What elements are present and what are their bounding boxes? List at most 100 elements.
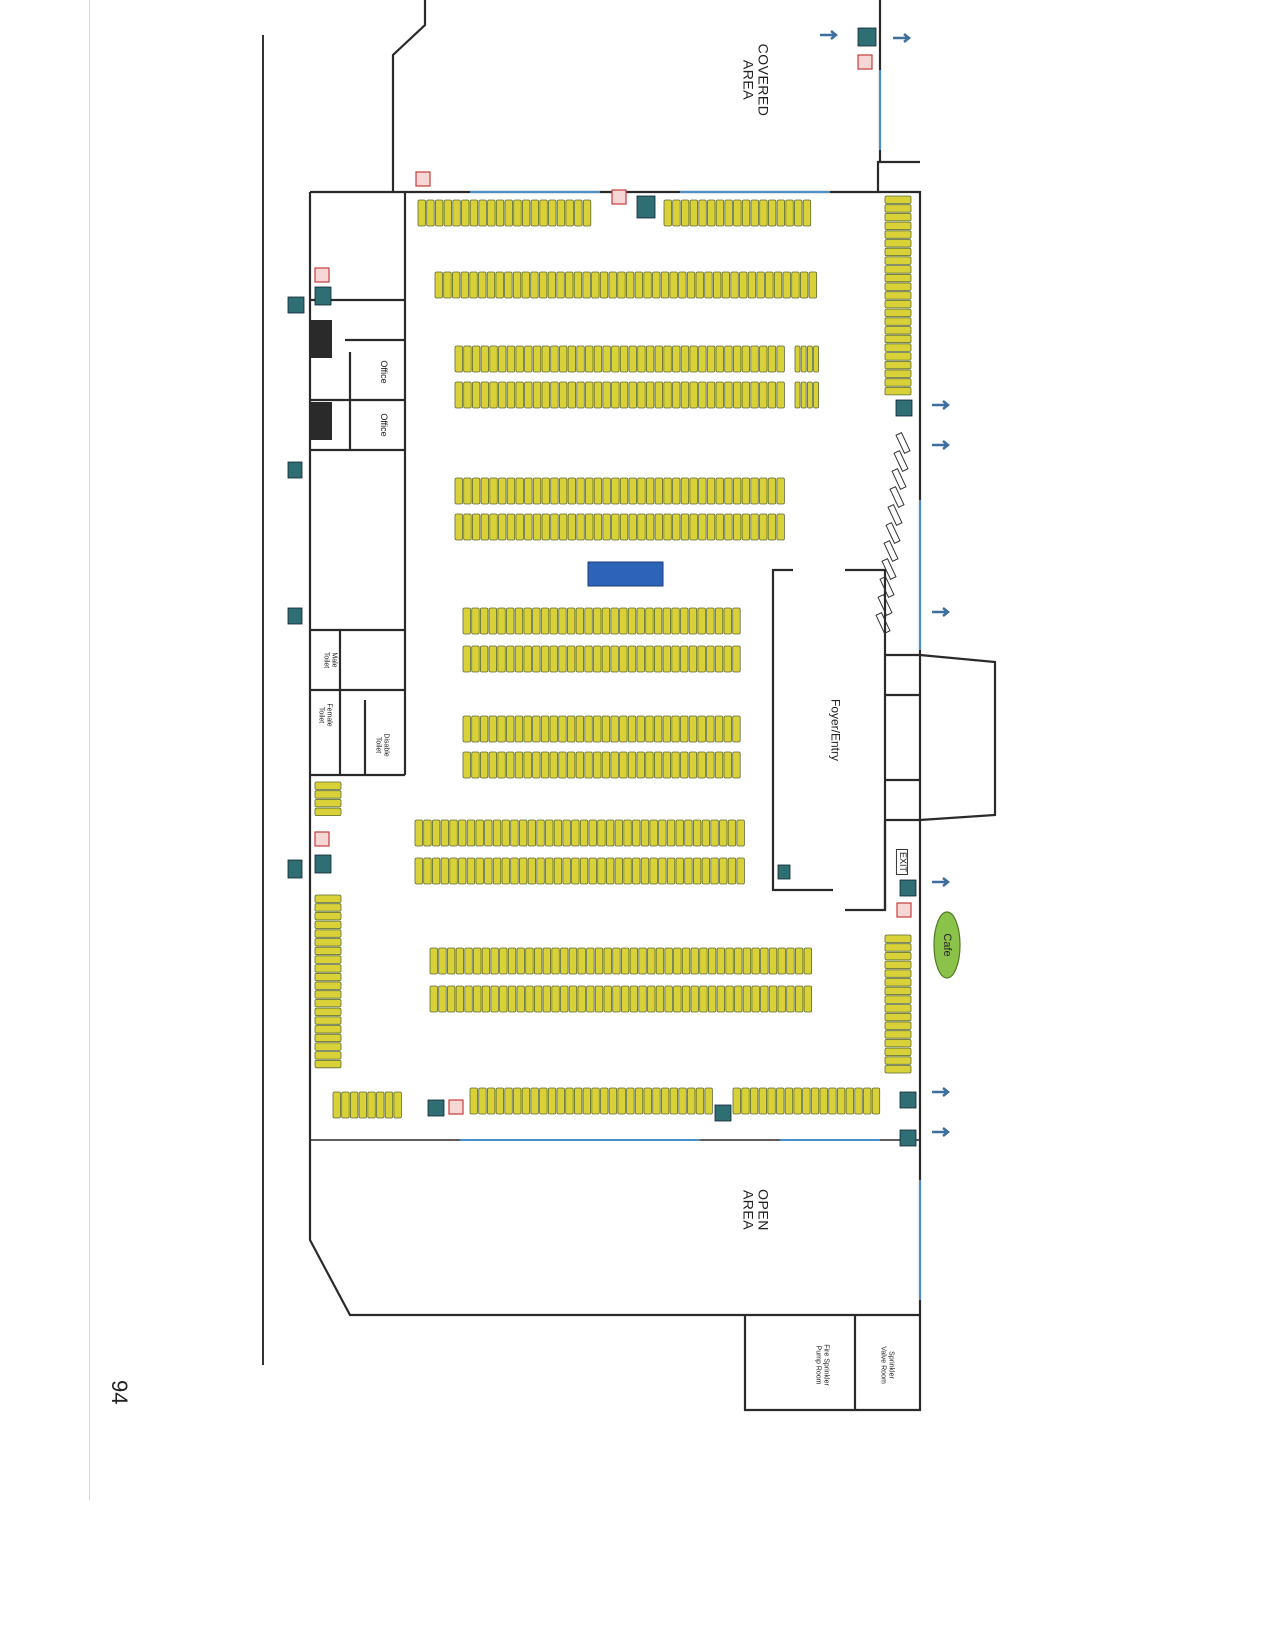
seat — [515, 477, 524, 505]
seat — [504, 1087, 513, 1115]
seat — [768, 199, 777, 227]
seat — [490, 985, 499, 1013]
exit-arrow-icon — [932, 877, 951, 887]
female-toilet-label: Female Toilet — [318, 703, 333, 727]
seat — [863, 1087, 872, 1115]
seat — [803, 947, 812, 975]
seat — [619, 607, 628, 635]
seat — [551, 947, 560, 975]
seat — [759, 381, 768, 409]
seat — [671, 645, 680, 673]
seat — [562, 819, 571, 847]
seat — [654, 477, 663, 505]
seat — [513, 1087, 522, 1115]
seat — [481, 947, 491, 975]
seat — [871, 1087, 881, 1115]
seat — [585, 345, 594, 373]
seat — [706, 477, 716, 505]
exit-sign-icon — [287, 607, 303, 625]
exit-arrow-icon — [820, 30, 839, 40]
seat — [521, 1087, 531, 1115]
seat — [715, 199, 725, 227]
seat — [689, 513, 698, 541]
seat — [489, 477, 498, 505]
seat — [608, 271, 617, 299]
seating — [314, 195, 912, 1119]
seat — [431, 857, 441, 885]
seat — [532, 513, 542, 541]
seat — [684, 857, 693, 885]
seat — [314, 781, 342, 790]
seat — [478, 271, 487, 299]
seat — [593, 607, 602, 635]
seat — [455, 947, 465, 975]
seat — [568, 947, 578, 975]
seat — [663, 381, 672, 409]
seat — [567, 751, 576, 779]
seat — [767, 477, 777, 505]
seat — [884, 1004, 912, 1013]
seat — [672, 345, 681, 373]
seat — [714, 645, 724, 673]
seat — [515, 381, 524, 409]
seat — [777, 947, 786, 975]
seat — [710, 819, 719, 847]
seat — [661, 1087, 670, 1115]
exit-arrow-icon — [932, 1087, 951, 1097]
seat — [733, 381, 742, 409]
office-1-label: Office — [378, 360, 389, 384]
seat — [732, 645, 741, 673]
seat — [724, 199, 733, 227]
seat — [431, 819, 441, 847]
seat — [725, 985, 734, 1013]
seat — [549, 645, 558, 673]
seat — [739, 271, 748, 299]
seat — [704, 1087, 713, 1115]
seat — [591, 271, 600, 299]
seat — [462, 751, 471, 779]
seat — [803, 985, 812, 1013]
seat — [636, 645, 645, 673]
seat — [637, 477, 646, 505]
seat — [523, 645, 532, 673]
seat — [793, 1087, 802, 1115]
seat — [723, 645, 732, 673]
seat — [469, 1087, 478, 1115]
seat — [759, 513, 768, 541]
seat — [455, 985, 465, 1013]
seat — [884, 308, 912, 318]
seat — [626, 1087, 635, 1115]
seat — [471, 645, 480, 673]
seat — [776, 513, 785, 541]
seat — [478, 199, 487, 227]
seat — [689, 477, 698, 505]
seat — [423, 819, 432, 847]
seat — [461, 199, 470, 227]
seat — [632, 819, 641, 847]
seat — [776, 1087, 785, 1115]
seat — [588, 857, 597, 885]
seat — [768, 985, 778, 1013]
seat — [706, 751, 715, 779]
seat — [532, 345, 542, 373]
seat — [765, 271, 774, 299]
seat — [688, 607, 698, 635]
fire-extinguisher-icon — [448, 1099, 464, 1115]
seat — [499, 985, 508, 1013]
seat — [750, 199, 759, 227]
seat — [429, 985, 438, 1013]
seat — [837, 1087, 846, 1115]
seat — [640, 819, 650, 847]
seat — [498, 381, 507, 409]
seat — [643, 1087, 652, 1115]
exit-sign-icon — [895, 399, 913, 417]
seat — [414, 857, 423, 885]
seat — [706, 607, 715, 635]
exit-sign-icon — [714, 1104, 732, 1122]
seat — [884, 212, 912, 222]
seat — [741, 513, 750, 541]
seat — [662, 607, 671, 635]
seat — [464, 985, 473, 1013]
seat — [550, 513, 559, 541]
seat — [628, 345, 637, 373]
